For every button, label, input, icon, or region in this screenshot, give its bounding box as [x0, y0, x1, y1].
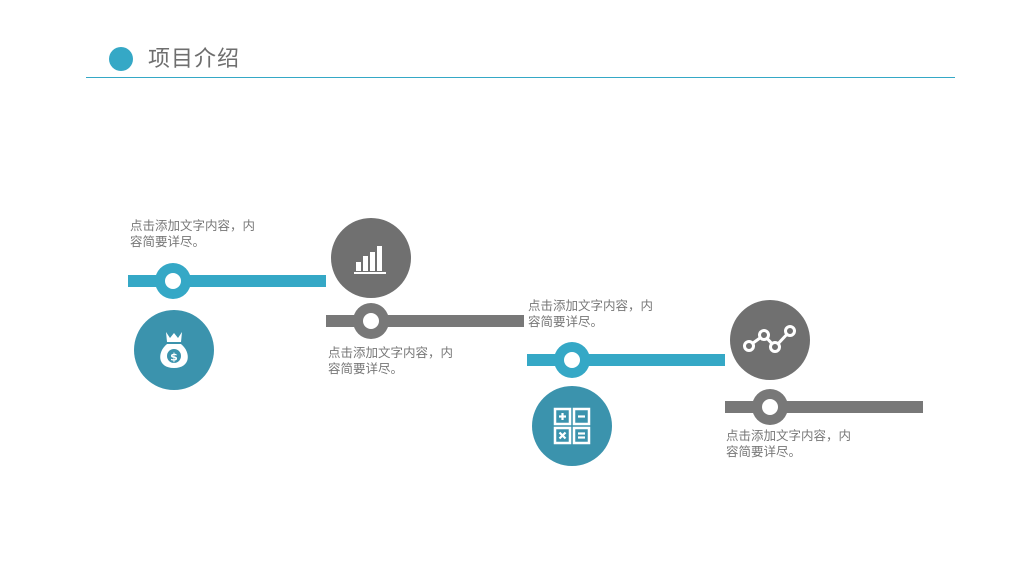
timeline-node-step-1 — [155, 263, 191, 299]
money-bag-icon: $ — [160, 332, 188, 368]
title-bullet-dot — [109, 47, 133, 71]
page-title: 项目介绍 — [148, 47, 241, 72]
line-graph-icon — [743, 325, 796, 353]
step-4-icon-badge — [730, 300, 810, 380]
step-4-caption: 点击添加文字内容，内容简要详尽。 — [726, 428, 852, 459]
bar-chart-icon — [354, 246, 386, 274]
title-underline — [86, 77, 955, 78]
step-1-caption: 点击添加文字内容，内容简要详尽。 — [130, 218, 256, 249]
timeline-node-step-2 — [353, 303, 389, 339]
step-3-icon-badge — [532, 386, 612, 466]
step-2-icon-badge — [331, 218, 411, 298]
step-1-icon-badge: $ — [134, 310, 214, 390]
step-3-caption: 点击添加文字内容，内容简要详尽。 — [528, 298, 654, 329]
step-2-caption: 点击添加文字内容，内容简要详尽。 — [328, 345, 454, 376]
calculator-icon — [553, 407, 591, 445]
svg-text:$: $ — [170, 351, 178, 364]
timeline-node-step-4 — [752, 389, 788, 425]
timeline-node-step-3 — [554, 342, 590, 378]
